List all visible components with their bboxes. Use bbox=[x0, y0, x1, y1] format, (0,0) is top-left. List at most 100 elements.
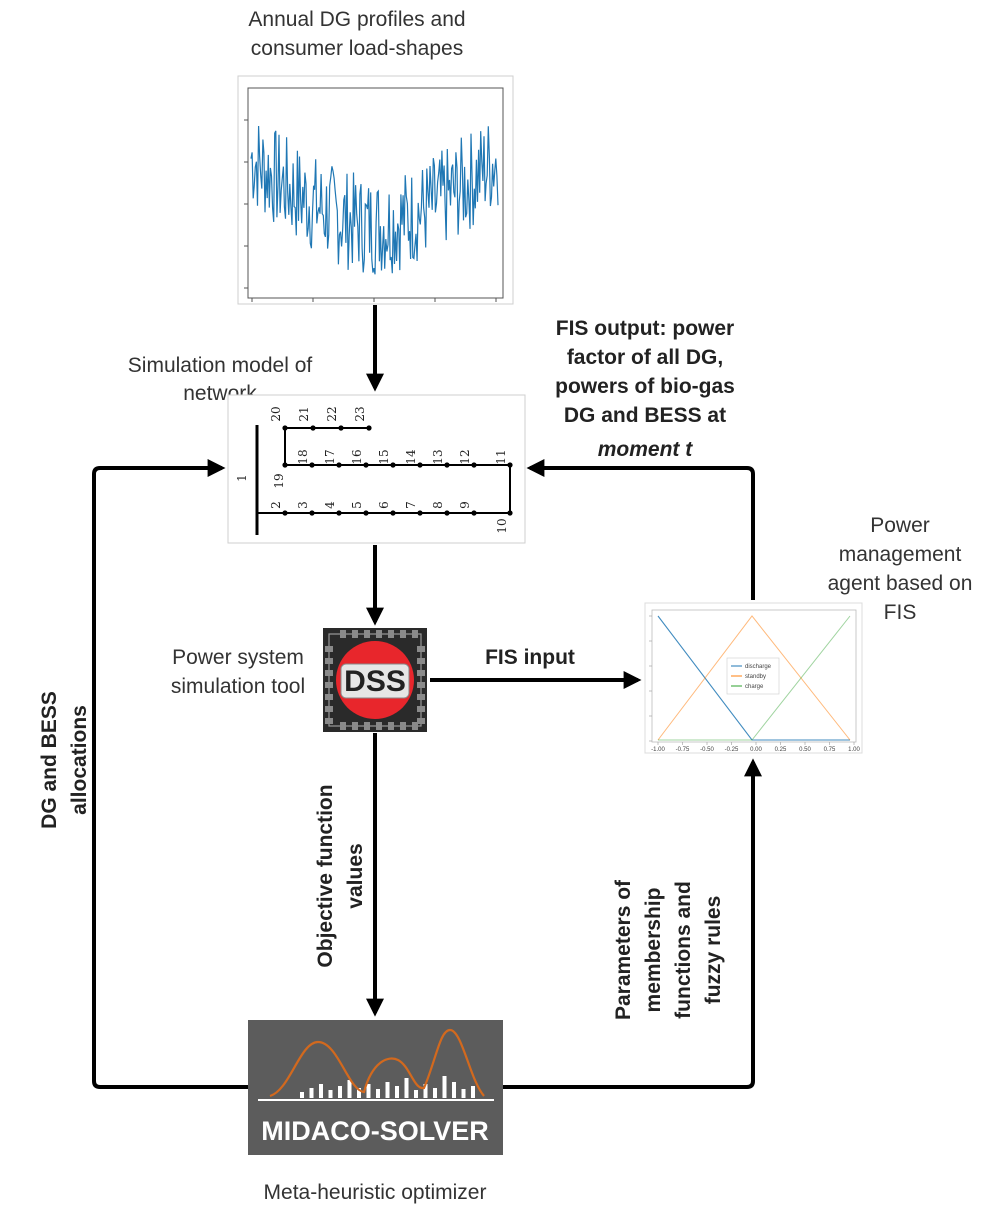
pss-caption-line2: simulation tool bbox=[171, 675, 305, 698]
network-node-dot bbox=[507, 462, 513, 468]
network-node-dot bbox=[310, 425, 316, 431]
agent-caption-line3: agent based on bbox=[828, 572, 973, 595]
network-node-dot bbox=[282, 462, 288, 468]
network-node-label: 11 bbox=[494, 449, 508, 464]
network-node-label: 23 bbox=[353, 406, 367, 421]
arrow-midaco-to-network bbox=[92, 459, 248, 1089]
legend-standby: standby bbox=[745, 674, 766, 680]
annual-profile-plot bbox=[237, 75, 514, 305]
meta-caption: Meta-heuristic optimizer bbox=[264, 1181, 487, 1204]
fis-membership-plot: discharge standby charge -1.00 -0.75 -0.50… bbox=[644, 602, 863, 754]
agent-caption-line1: Power bbox=[870, 514, 930, 537]
network-node-dot bbox=[444, 462, 450, 468]
fis-tick-label: -0.25 bbox=[725, 747, 739, 753]
network-node-label: 20 bbox=[269, 406, 283, 421]
midaco-logo: MIDACO-SOLVER bbox=[248, 1020, 503, 1155]
network-node-dot bbox=[282, 510, 288, 516]
network-node-dot bbox=[363, 462, 369, 468]
fis-output-line5: moment t bbox=[598, 438, 694, 461]
midaco-curve bbox=[269, 1028, 485, 1098]
params-line1: Parameters of bbox=[612, 879, 635, 1020]
objective-line2: values bbox=[344, 843, 367, 908]
objective-line1: Objective function bbox=[314, 784, 337, 967]
network-node-label: 22 bbox=[325, 406, 339, 421]
dg-bess-line1: DG and BESS bbox=[38, 691, 61, 829]
network-node-dot bbox=[338, 425, 344, 431]
params-line3: functions and bbox=[672, 881, 695, 1019]
profile-series-line bbox=[250, 125, 499, 275]
network-node-1: 1 bbox=[235, 474, 249, 482]
network-node-dot bbox=[417, 462, 423, 468]
network-node-dot bbox=[336, 510, 342, 516]
network-node-label: 5 bbox=[350, 501, 364, 509]
dg-bess-line2: allocations bbox=[68, 705, 91, 815]
network-node-label: 10 bbox=[495, 518, 509, 533]
fis-output-line2: factor of all DG, bbox=[567, 346, 723, 369]
simulation-caption-line1: Simulation model of bbox=[128, 354, 313, 377]
fis-output-line3: powers of bio-gas bbox=[555, 375, 735, 398]
network-node-dot bbox=[363, 510, 369, 516]
network-node-dot bbox=[417, 510, 423, 516]
agent-caption-line4: FIS bbox=[884, 601, 917, 624]
arrow-fis-to-network bbox=[526, 459, 755, 600]
arrow-midaco-to-fis bbox=[503, 758, 762, 1089]
network-node-label: 6 bbox=[377, 501, 391, 509]
network-node-dot bbox=[366, 425, 372, 431]
fis-tick-label: -0.50 bbox=[700, 747, 714, 753]
dss-chip-pins bbox=[325, 630, 425, 730]
fis-tick-label: -1.00 bbox=[651, 747, 665, 753]
network-node-label: 16 bbox=[350, 449, 364, 464]
legend-discharge: discharge bbox=[745, 664, 772, 670]
params-line2: membership bbox=[642, 888, 665, 1013]
network-node-label: 9 bbox=[458, 501, 472, 509]
fis-tick-label: 0.75 bbox=[824, 747, 836, 753]
midaco-logo-text: MIDACO-SOLVER bbox=[261, 1116, 489, 1146]
network-node-label: 13 bbox=[431, 449, 445, 464]
network-node-dot bbox=[390, 510, 396, 516]
network-node-label: 21 bbox=[297, 406, 311, 421]
network-node-label: 2 bbox=[269, 501, 283, 509]
fis-output-line4: DG and BESS at bbox=[564, 404, 726, 427]
network-node-label: 4 bbox=[323, 501, 337, 509]
agent-caption-line2: management bbox=[839, 543, 962, 566]
legend-charge: charge bbox=[745, 684, 764, 690]
pss-caption-line1: Power system bbox=[172, 646, 304, 669]
fis-output-line1: FIS output: power bbox=[556, 317, 734, 340]
network-node-dot bbox=[471, 510, 477, 516]
fis-discharge-curve bbox=[657, 615, 850, 741]
network-node-label: 15 bbox=[377, 449, 391, 464]
fis-tick-label: 0.00 bbox=[750, 747, 762, 753]
network-node-label: 8 bbox=[431, 501, 445, 509]
fis-axis-ticks: -1.00 -0.75 -0.50 -0.25 0.00 0.25 0.50 0.75 1.00 bbox=[649, 615, 860, 753]
network-node-label: 7 bbox=[404, 501, 418, 509]
network-node-dot bbox=[309, 462, 315, 468]
fis-tick-label: 0.50 bbox=[799, 747, 811, 753]
fis-input-label: FIS input bbox=[485, 646, 575, 669]
network-node-label: 3 bbox=[296, 501, 310, 509]
fis-tick-label: 0.25 bbox=[775, 747, 787, 753]
network-node-dot bbox=[336, 462, 342, 468]
dss-logo: DSS bbox=[323, 628, 427, 732]
fis-tick-label: -0.75 bbox=[676, 747, 690, 753]
network-node-dot bbox=[390, 462, 396, 468]
fis-charge-curve bbox=[658, 615, 851, 741]
profile-axis-ticks bbox=[244, 119, 497, 302]
network-node-dot bbox=[309, 510, 315, 516]
fis-tick-label: 1.00 bbox=[848, 747, 860, 753]
network-node-label: 14 bbox=[404, 449, 418, 465]
profiles-caption-line1: Annual DG profiles and bbox=[248, 8, 465, 31]
network-node-dot bbox=[444, 510, 450, 516]
network-node-label: 19 bbox=[272, 473, 286, 488]
midaco-bars bbox=[300, 1076, 475, 1098]
fis-standby-curve bbox=[657, 615, 851, 741]
params-line4: fuzzy rules bbox=[702, 896, 725, 1005]
profiles-caption-line2: consumer load-shapes bbox=[251, 37, 463, 60]
network-node-label: 18 bbox=[296, 449, 310, 464]
network-node-dot bbox=[507, 510, 513, 516]
network-node-dot bbox=[471, 462, 477, 468]
network-node-label: 17 bbox=[323, 449, 337, 464]
network-node-dot bbox=[282, 425, 288, 431]
